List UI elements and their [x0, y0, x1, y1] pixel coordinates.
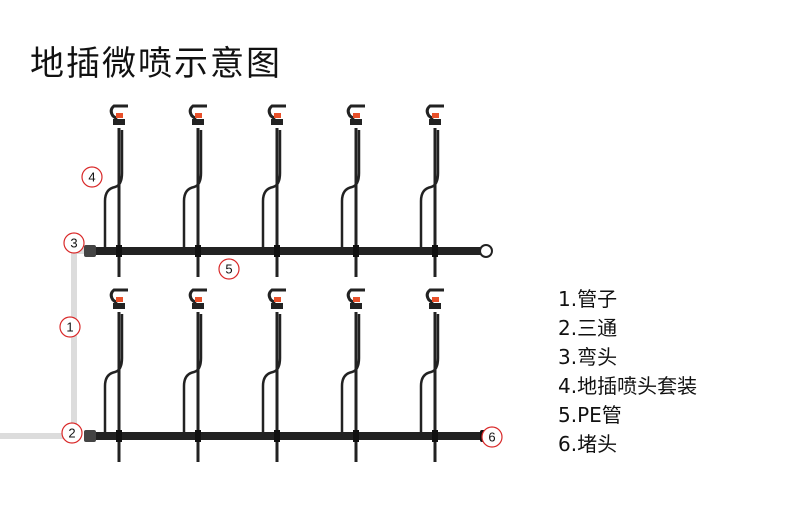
capillary-tube	[261, 130, 282, 247]
capillary-tube	[419, 314, 440, 432]
callout-number: 1	[66, 320, 73, 335]
sprinkler-body	[271, 119, 283, 125]
callout-ring	[61, 422, 83, 444]
sprinkler-stake	[261, 288, 286, 462]
nozzle-icon	[353, 113, 360, 118]
sprinkler-head-icon	[267, 104, 286, 121]
legend-item: 4.地插喷头套装	[558, 374, 698, 398]
callout-number: 5	[225, 262, 232, 277]
feed-pipe	[0, 248, 90, 439]
stake-fitting	[432, 430, 438, 442]
sprinkler-head-icon	[425, 288, 444, 305]
sprinkler-body	[113, 119, 125, 125]
callout-ring	[63, 232, 85, 254]
sprinkler-head-icon	[346, 104, 365, 121]
legend-item: 6.堵头	[558, 432, 618, 456]
sprinkler-stake	[103, 288, 128, 462]
capillary-tube	[182, 314, 203, 432]
nozzle-icon	[274, 297, 281, 302]
sprinkler-body	[271, 303, 283, 309]
sprinkler-stake	[340, 288, 365, 462]
stake-fitting	[353, 430, 359, 442]
stake-fitting	[432, 245, 438, 257]
capillary-tube	[419, 130, 440, 247]
capillary-tube	[103, 314, 124, 432]
sprinkler-stake	[182, 104, 207, 277]
pipe-end-upper	[479, 244, 493, 258]
sprinkler-row-lower	[103, 288, 444, 462]
sprinkler-head-icon	[109, 104, 128, 121]
nozzle-icon	[432, 297, 439, 302]
sprinkler-stake	[182, 288, 207, 462]
legend-item: 2.三通	[558, 316, 618, 340]
sprinkler-head-icon	[109, 288, 128, 305]
stake-fitting	[116, 245, 122, 257]
sprinkler-body	[192, 119, 204, 125]
callout-ring	[481, 426, 503, 448]
sprinkler-head-icon	[425, 104, 444, 121]
sprinkler-stake	[419, 104, 444, 277]
callout-number: 6	[488, 430, 495, 445]
callout-marker: 4	[81, 166, 103, 188]
callout-marker: 6	[481, 426, 503, 448]
tee-fitting	[84, 430, 96, 442]
sprinkler-row-upper	[103, 104, 444, 277]
stake-fitting	[274, 245, 280, 257]
nozzle-icon	[116, 297, 123, 302]
legend-item: 5.PE管	[558, 403, 622, 427]
sprinkler-stake	[261, 104, 286, 277]
callout-ring	[59, 316, 81, 338]
stake-fitting	[195, 430, 201, 442]
nozzle-icon	[353, 297, 360, 302]
sprinkler-body	[192, 303, 204, 309]
legend-item: 3.弯头	[558, 345, 618, 369]
capillary-tube	[182, 130, 203, 247]
sprinkler-body	[113, 303, 125, 309]
stake-fitting	[274, 430, 280, 442]
callout-group: 1 2 3 4 5 6	[59, 166, 503, 448]
page-title: 地插微喷示意图	[30, 44, 282, 84]
sprinkler-body	[350, 119, 362, 125]
sprinkler-body	[429, 119, 441, 125]
callout-ring	[81, 166, 103, 188]
stake-fitting	[195, 245, 201, 257]
nozzle-icon	[432, 113, 439, 118]
nozzle-icon	[274, 113, 281, 118]
parts-legend: 1.管子 2.三通 3.弯头 4.地插喷头套装 5.PE管 6.堵头	[558, 285, 697, 459]
legend-item: 1.管子	[558, 287, 618, 311]
callout-marker: 2	[61, 422, 83, 444]
sprinkler-stake	[419, 288, 444, 462]
callout-marker: 1	[59, 316, 81, 338]
sprinkler-head-icon	[267, 288, 286, 305]
sprinkler-head-icon	[188, 104, 207, 121]
nozzle-icon	[195, 113, 202, 118]
sprinkler-head-icon	[346, 288, 365, 305]
capillary-tube	[261, 314, 282, 432]
callout-number: 2	[68, 426, 75, 441]
callout-number: 4	[88, 170, 95, 185]
sprinkler-body	[350, 303, 362, 309]
sprinkler-head-icon	[188, 288, 207, 305]
sprinkler-stake	[340, 104, 365, 277]
capillary-tube	[340, 314, 361, 432]
capillary-tube	[340, 130, 361, 247]
sprinkler-stake	[103, 104, 128, 277]
callout-marker: 3	[63, 232, 85, 254]
stake-fitting	[116, 430, 122, 442]
elbow-fitting	[84, 245, 96, 257]
nozzle-icon	[195, 297, 202, 302]
capillary-tube	[103, 130, 124, 247]
callout-marker: 5	[218, 258, 240, 280]
stake-fitting	[353, 245, 359, 257]
nozzle-icon	[116, 113, 123, 118]
callout-number: 3	[70, 236, 77, 251]
sprinkler-body	[429, 303, 441, 309]
callout-ring	[218, 258, 240, 280]
